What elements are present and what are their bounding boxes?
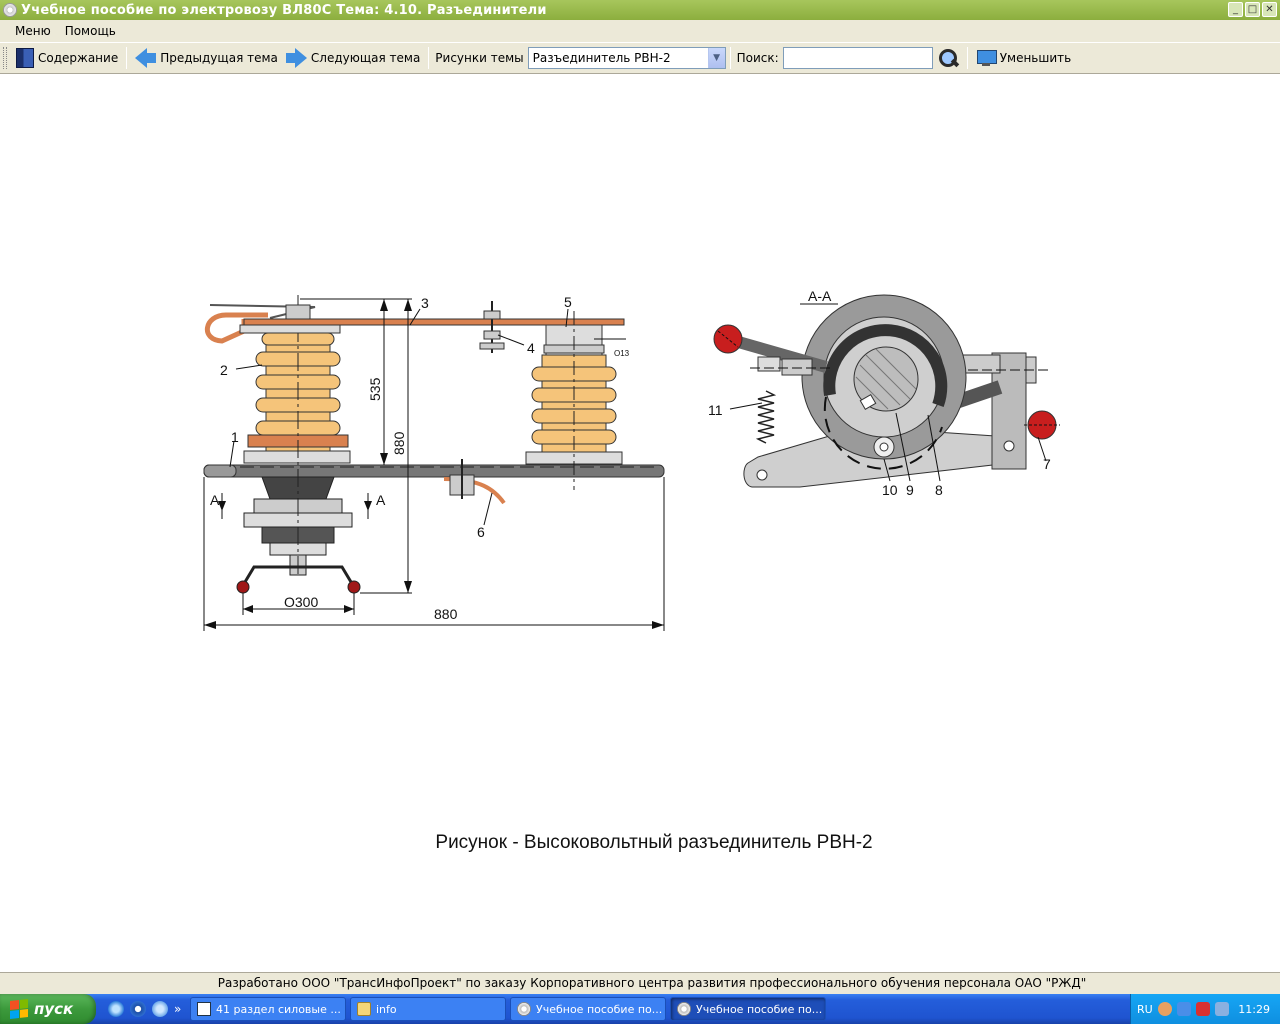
section-mark-right: А xyxy=(376,492,386,508)
section-label: А-А xyxy=(808,288,832,304)
monitor-icon xyxy=(976,49,997,67)
search-input[interactable] xyxy=(782,47,933,69)
task-folder-info[interactable]: info xyxy=(350,997,506,1021)
word-icon xyxy=(197,1002,211,1016)
antivirus-icon[interactable] xyxy=(1195,1002,1210,1016)
quick-launch: » xyxy=(108,1001,186,1017)
dim-13: О13 xyxy=(614,349,630,358)
toolbar-separator xyxy=(428,47,430,69)
right-insulator xyxy=(525,311,623,490)
dim-300: О300 xyxy=(284,594,318,610)
label-1: 1 xyxy=(231,429,239,445)
contents-button[interactable]: Содержание xyxy=(12,45,122,71)
network-icon[interactable] xyxy=(1176,1002,1191,1016)
dimension-lines xyxy=(203,298,665,631)
gear-icon xyxy=(677,1002,691,1016)
language-indicator[interactable]: RU xyxy=(1137,1002,1153,1016)
menu-item-menu[interactable]: Меню xyxy=(15,24,51,38)
figure-select[interactable]: Разъединитель РВН-2 ▼ xyxy=(527,47,726,69)
figures-label: Рисунки темы xyxy=(435,51,524,65)
label-4: 4 xyxy=(527,340,535,356)
dim-535: 535 xyxy=(367,377,383,401)
prev-topic-button[interactable]: Предыдущая тема xyxy=(131,45,282,71)
search-label: Поиск: xyxy=(736,51,779,65)
title-bar: Учебное пособие по электровозу ВЛ80С Тем… xyxy=(0,0,1280,20)
chevron-down-icon[interactable]: ▼ xyxy=(707,48,725,68)
task-word-document[interactable]: 41 раздел силовые ... xyxy=(190,997,346,1021)
section-view: А-А xyxy=(708,288,1060,498)
arrow-right-icon xyxy=(285,48,307,68)
figure-caption: Рисунок - Высоковольтный разъединитель Р… xyxy=(435,832,873,853)
dimension-arrows xyxy=(204,299,664,629)
gear-icon xyxy=(517,1002,531,1016)
label-2: 2 xyxy=(220,362,228,378)
figure-select-value: Разъединитель РВН-2 xyxy=(532,51,671,65)
task-label: Учебное пособие по... xyxy=(536,1002,663,1016)
windows-flag-icon xyxy=(10,999,28,1019)
left-insulator xyxy=(243,324,351,464)
connection-icon[interactable] xyxy=(1214,1002,1229,1016)
window-controls: _ □ ✕ xyxy=(1228,2,1277,17)
contents-label: Содержание xyxy=(38,51,119,65)
zoom-out-button[interactable]: Уменьшить xyxy=(972,45,1076,71)
book-icon xyxy=(16,48,34,68)
toolbar-grip[interactable] xyxy=(3,47,7,69)
clock: 11:29 xyxy=(1238,1002,1270,1016)
taskbar: пуск » 41 раздел силовые ... info Учебно… xyxy=(0,994,1280,1024)
task-label: 41 раздел силовые ... xyxy=(216,1002,341,1016)
toolbar-separator xyxy=(729,47,731,69)
window-title: Учебное пособие по электровозу ВЛ80С Тем… xyxy=(21,2,547,18)
start-button[interactable]: пуск xyxy=(0,994,96,1024)
media-player-icon[interactable] xyxy=(130,1001,146,1017)
folder-icon xyxy=(357,1002,371,1016)
close-button[interactable]: ✕ xyxy=(1262,2,1277,17)
section-mark-left: А xyxy=(210,492,220,508)
tray-arrow-icon[interactable] xyxy=(1157,1002,1172,1016)
zoom-out-label: Уменьшить xyxy=(999,51,1072,65)
task-label: info xyxy=(376,1002,397,1016)
system-tray: RU 11:29 xyxy=(1130,994,1280,1024)
label-9: 9 xyxy=(906,482,914,498)
next-topic-button[interactable]: Следующая тема xyxy=(282,45,424,71)
clamp xyxy=(479,301,505,353)
toolbar: Содержание Предыдущая тема Следующая тем… xyxy=(0,42,1280,74)
label-3: 3 xyxy=(421,295,429,311)
content-area: 1 2 3 4 5 6 535 880 880 О300 О13 А А А-А xyxy=(0,75,1280,972)
dim-880-horizontal: 880 xyxy=(434,606,458,622)
toolbar-separator xyxy=(966,47,968,69)
minimize-button[interactable]: _ xyxy=(1228,2,1243,17)
messenger-icon[interactable] xyxy=(152,1001,168,1017)
prev-topic-label: Предыдущая тема xyxy=(160,51,278,65)
menu-item-help[interactable]: Помощь xyxy=(64,24,116,38)
menu-bar: Меню Помощь xyxy=(0,20,1280,42)
app-gear-icon xyxy=(3,3,17,17)
base-plate-end xyxy=(203,464,237,478)
quick-launch-more[interactable]: » xyxy=(174,1002,182,1016)
label-10: 10 xyxy=(882,482,898,498)
maximize-button[interactable]: □ xyxy=(1245,2,1260,17)
next-topic-label: Следующая тема xyxy=(310,51,421,65)
blade xyxy=(204,304,625,344)
disconnector-figure: 1 2 3 4 5 6 535 880 880 О300 О13 А А А-А xyxy=(203,288,1060,631)
label-6: 6 xyxy=(477,524,485,540)
label-8: 8 xyxy=(935,482,943,498)
leader-lines xyxy=(229,308,569,526)
arrow-left-icon xyxy=(135,48,157,68)
label-5: 5 xyxy=(564,294,572,310)
label-11: 11 xyxy=(708,402,723,418)
label-7: 7 xyxy=(1043,456,1051,472)
task-label: Учебное пособие по... xyxy=(696,1002,823,1016)
browser-icon[interactable] xyxy=(108,1001,124,1017)
task-tutorial-2[interactable]: Учебное пособие по... xyxy=(670,997,826,1021)
footer-credits: Разработано ООО "ТрансИнфоПроект" по зак… xyxy=(0,972,1280,994)
start-label: пуск xyxy=(34,1000,74,1018)
dim-880-vertical: 880 xyxy=(391,431,407,455)
toolbar-separator xyxy=(126,47,128,69)
task-tutorial-1[interactable]: Учебное пособие по... xyxy=(510,997,666,1021)
search-icon[interactable] xyxy=(937,47,959,69)
